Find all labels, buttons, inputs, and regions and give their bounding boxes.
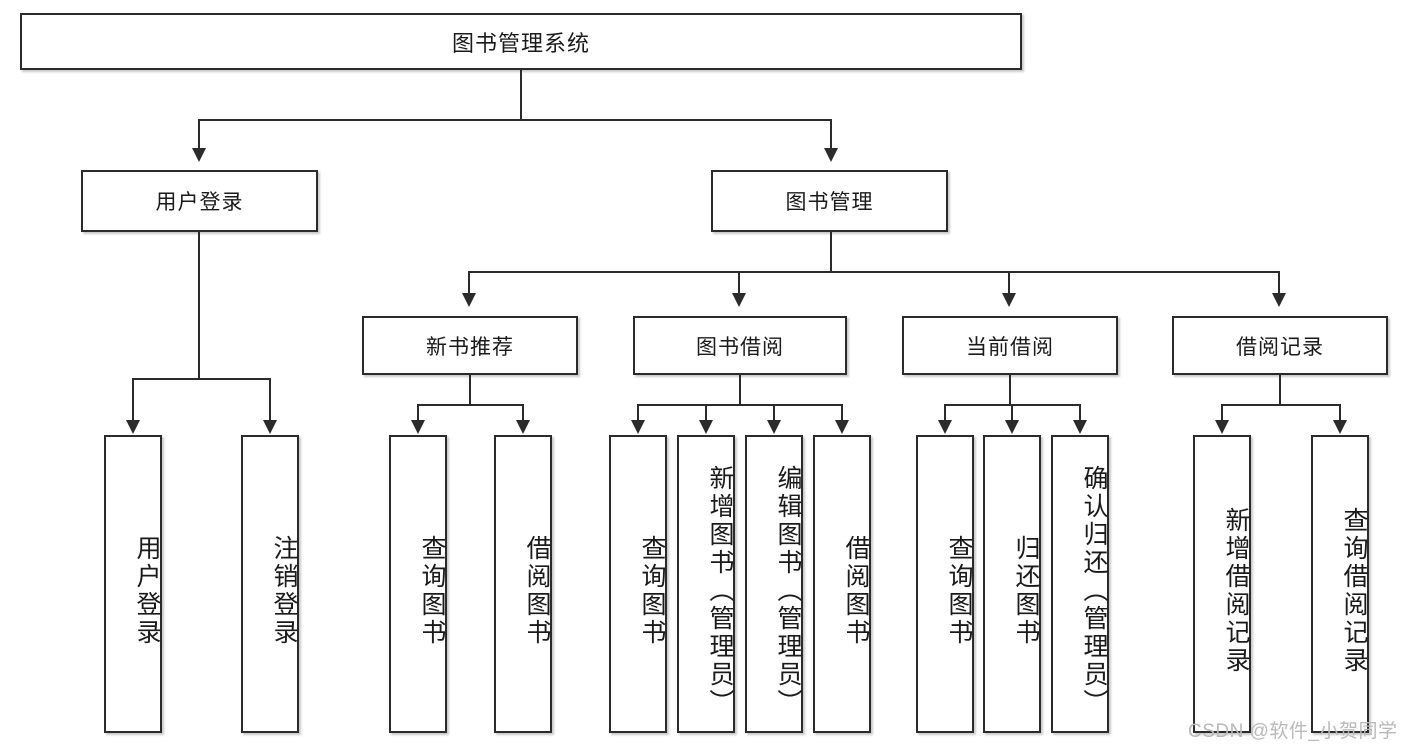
node-label: 查询图书 bbox=[418, 535, 446, 647]
arrow-to-new-book-recommend bbox=[462, 293, 476, 307]
arrow-to-book-borrow bbox=[732, 293, 746, 307]
node-label: 归还图书 bbox=[1012, 535, 1040, 647]
arrow-to-leaf-borrow-book-1 bbox=[516, 420, 530, 434]
connector-book-borrow-bar bbox=[637, 404, 842, 406]
node-user-login[interactable]: 用户登录 bbox=[81, 170, 318, 232]
node-new-book-recommend[interactable]: 新书推荐 bbox=[362, 316, 578, 375]
connector-book-borrow-stem bbox=[739, 375, 741, 405]
arrow-to-book-management bbox=[824, 148, 838, 162]
leaf-logout[interactable]: 注销登录 bbox=[241, 435, 299, 733]
node-label: 确认归还（管理员） bbox=[1080, 465, 1108, 717]
connector-book-management-stem bbox=[830, 232, 832, 272]
node-book-management[interactable]: 图书管理 bbox=[711, 170, 948, 232]
connector-user-login-bar bbox=[132, 378, 269, 380]
connector-book-borrow-c3 bbox=[773, 404, 775, 420]
node-label: 图书管理系统 bbox=[451, 30, 590, 56]
connector-new-book-right bbox=[522, 404, 524, 420]
arrow-to-leaf-edit-book bbox=[767, 420, 781, 434]
node-label: 新书推荐 bbox=[426, 335, 514, 359]
arrow-to-leaf-confirm-return bbox=[1073, 420, 1087, 434]
connector-borrow-records-stem bbox=[1279, 375, 1281, 405]
connector-book-borrow-c2 bbox=[705, 404, 707, 420]
node-label: 借阅记录 bbox=[1236, 335, 1324, 359]
node-label: 注销登录 bbox=[270, 535, 298, 647]
arrow-to-leaf-query-book-3 bbox=[938, 420, 952, 434]
connector-current-borrow-stem bbox=[1009, 375, 1011, 405]
leaf-add-book-admin[interactable]: 新增图书（管理员） bbox=[677, 435, 735, 733]
arrow-to-current-borrow bbox=[1002, 293, 1016, 307]
leaf-add-borrow-record[interactable]: 新增借阅记录 bbox=[1193, 435, 1251, 733]
leaf-borrow-book-recommend[interactable]: 借阅图书 bbox=[494, 435, 552, 733]
arrow-to-leaf-query-book-1 bbox=[411, 420, 425, 434]
node-label: 当前借阅 bbox=[966, 335, 1054, 359]
connector-root-bar bbox=[198, 119, 832, 121]
arrow-to-leaf-borrow-book-2 bbox=[835, 420, 849, 434]
node-label: 查询借阅记录 bbox=[1340, 507, 1368, 675]
node-label: 查询图书 bbox=[945, 535, 973, 647]
leaf-user-login[interactable]: 用户登录 bbox=[104, 435, 162, 733]
arrow-to-leaf-query-record bbox=[1333, 420, 1347, 434]
node-label: 新增借阅记录 bbox=[1222, 507, 1250, 675]
connector-to-borrow-records bbox=[1278, 271, 1280, 293]
connector-book-borrow-c1 bbox=[637, 404, 639, 420]
leaf-return-book[interactable]: 归还图书 bbox=[983, 435, 1041, 733]
csdn-watermark: CSDN @软件_小贺同学 bbox=[1188, 721, 1398, 742]
connector-to-book-borrow bbox=[738, 271, 740, 293]
connector-new-book-stem bbox=[469, 375, 471, 405]
node-label: 用户登录 bbox=[133, 535, 161, 647]
connector-to-new-book-recommend bbox=[468, 271, 470, 293]
connector-user-login-left bbox=[132, 378, 134, 420]
node-label: 图书管理 bbox=[785, 191, 874, 214]
node-borrow-records[interactable]: 借阅记录 bbox=[1172, 316, 1388, 375]
leaf-query-book-recommend[interactable]: 查询图书 bbox=[389, 435, 447, 733]
connector-new-book-left bbox=[417, 404, 419, 420]
connector-book-borrow-c4 bbox=[841, 404, 843, 420]
connector-borrow-records-left bbox=[1221, 404, 1223, 420]
node-label: 用户登录 bbox=[155, 191, 244, 214]
connector-user-login-stem bbox=[198, 232, 200, 379]
connector-current-borrow-c2 bbox=[1011, 404, 1013, 420]
node-label: 借阅图书 bbox=[842, 535, 870, 647]
connector-current-borrow-c1 bbox=[944, 404, 946, 420]
connector-borrow-records-right bbox=[1339, 404, 1341, 420]
connector-root-stem bbox=[520, 70, 522, 120]
leaf-confirm-return-admin[interactable]: 确认归还（管理员） bbox=[1051, 435, 1109, 733]
arrow-to-leaf-query-book-2 bbox=[631, 420, 645, 434]
leaf-edit-book-admin[interactable]: 编辑图书（管理员） bbox=[745, 435, 803, 733]
leaf-query-borrow-record[interactable]: 查询借阅记录 bbox=[1311, 435, 1369, 733]
leaf-borrow-book[interactable]: 借阅图书 bbox=[813, 435, 871, 733]
arrow-to-leaf-add-record bbox=[1215, 420, 1229, 434]
node-current-borrow[interactable]: 当前借阅 bbox=[902, 316, 1118, 375]
arrow-to-leaf-user-login bbox=[126, 420, 140, 434]
node-label: 图书借阅 bbox=[696, 335, 784, 359]
connector-level3-bar bbox=[468, 271, 1280, 273]
node-label: 借阅图书 bbox=[523, 535, 551, 647]
leaf-query-book-borrow[interactable]: 查询图书 bbox=[609, 435, 667, 733]
node-root-book-management-system[interactable]: 图书管理系统 bbox=[20, 13, 1022, 70]
node-label: 新增图书（管理员） bbox=[706, 465, 734, 717]
connector-user-login-right bbox=[269, 378, 271, 420]
node-book-borrow[interactable]: 图书借阅 bbox=[633, 316, 847, 375]
connector-root-to-user-login bbox=[198, 119, 200, 148]
connector-to-current-borrow bbox=[1008, 271, 1010, 293]
node-label: 查询图书 bbox=[638, 535, 666, 647]
node-label: 编辑图书（管理员） bbox=[774, 465, 802, 717]
arrow-to-user-login bbox=[192, 148, 206, 162]
arrow-to-leaf-logout bbox=[263, 420, 277, 434]
arrow-to-leaf-return-book bbox=[1005, 420, 1019, 434]
arrow-to-borrow-records bbox=[1272, 293, 1286, 307]
connector-current-borrow-c3 bbox=[1079, 404, 1081, 420]
arrow-to-leaf-add-book bbox=[699, 420, 713, 434]
connector-root-to-book-management bbox=[830, 119, 832, 148]
connector-new-book-bar bbox=[417, 404, 522, 406]
connector-borrow-records-bar bbox=[1221, 404, 1339, 406]
leaf-query-book-current[interactable]: 查询图书 bbox=[916, 435, 974, 733]
